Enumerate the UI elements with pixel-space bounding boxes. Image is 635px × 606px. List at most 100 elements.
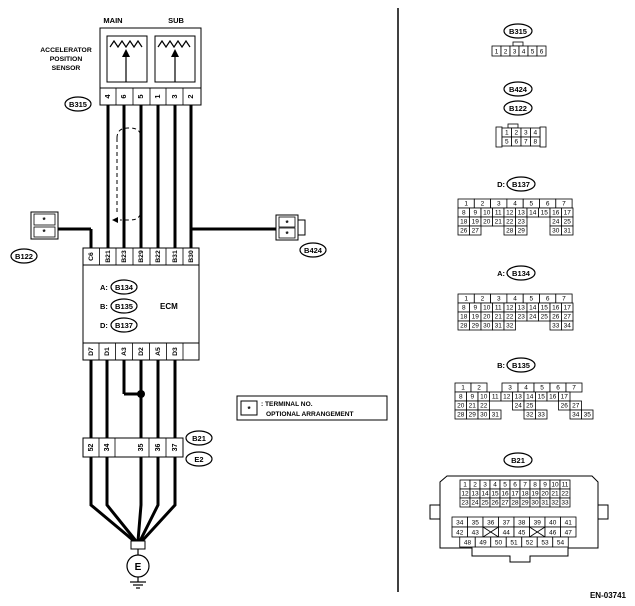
terminal-number: 17 bbox=[564, 305, 572, 312]
terminal-number: 8 bbox=[533, 482, 537, 489]
connector-id-oval bbox=[506, 357, 536, 373]
terminal-number: 6 bbox=[546, 296, 550, 303]
sensor-pin: 5 bbox=[136, 94, 145, 98]
lower-pin: 52 bbox=[88, 444, 95, 452]
terminal-number: 6 bbox=[513, 482, 517, 489]
terminal-number: 40 bbox=[549, 520, 557, 527]
terminal-number: 9 bbox=[473, 210, 477, 217]
connector-id: B137 bbox=[512, 180, 530, 189]
terminal-number: 30 bbox=[480, 412, 488, 419]
terminal-number: 28 bbox=[506, 228, 514, 235]
sensor-pin: 4 bbox=[103, 94, 112, 99]
terminal-number: 34 bbox=[564, 323, 572, 330]
sensor-harness bbox=[106, 105, 193, 248]
terminal-number: 14 bbox=[529, 305, 537, 312]
terminal-number: 2 bbox=[514, 130, 518, 137]
terminal-number: 3 bbox=[497, 201, 501, 208]
terminal-number: 31 bbox=[495, 323, 503, 330]
terminal-number: 3 bbox=[508, 385, 512, 392]
terminal-number: 29 bbox=[469, 412, 477, 419]
terminal-number: 26 bbox=[491, 500, 499, 507]
ecm-bottom-pin: A3 bbox=[121, 347, 128, 356]
terminal-number: 23 bbox=[518, 314, 526, 321]
connector-id-oval bbox=[506, 176, 536, 192]
terminal-number: 18 bbox=[460, 219, 468, 226]
terminal-number: 27 bbox=[472, 228, 480, 235]
main-pot bbox=[106, 35, 148, 83]
terminal-number: 30 bbox=[483, 323, 491, 330]
terminal-number: 26 bbox=[460, 228, 468, 235]
terminal-number: 22 bbox=[506, 314, 514, 321]
terminal-number: 21 bbox=[551, 491, 559, 498]
terminal-number: 27 bbox=[501, 500, 509, 507]
terminal-number: 21 bbox=[469, 403, 477, 410]
terminal-number: 5 bbox=[531, 49, 535, 56]
terminal-number: 20 bbox=[541, 491, 549, 498]
terminal-number: 2 bbox=[477, 385, 481, 392]
ecm-bottom-pin: D2 bbox=[138, 347, 145, 356]
terminal-number: 5 bbox=[505, 139, 509, 146]
sub-label: SUB bbox=[168, 16, 184, 25]
terminal-number: 20 bbox=[483, 314, 491, 321]
connector-id: B122 bbox=[509, 104, 527, 113]
terminal-number: 5 bbox=[503, 482, 507, 489]
b21-e2-connector bbox=[82, 437, 184, 458]
ecm-prefix-d: D: bbox=[100, 321, 108, 330]
terminal-number: 4 bbox=[513, 201, 517, 208]
ecm-top-pin: B21 bbox=[105, 250, 112, 263]
terminal-number: 9 bbox=[470, 394, 474, 401]
terminal-number: 14 bbox=[529, 210, 537, 217]
terminal-number: 32 bbox=[526, 412, 534, 419]
terminal-number: 35 bbox=[472, 520, 480, 527]
ecm-top-pin: B23 bbox=[121, 250, 128, 263]
ecm-top-pin: B30 bbox=[188, 250, 195, 263]
terminal-number: 31 bbox=[492, 412, 500, 419]
ecm-top-pin: B31 bbox=[172, 250, 179, 263]
ecm-top-pin: B29 bbox=[138, 250, 145, 263]
terminal-number: 8 bbox=[533, 139, 537, 146]
terminal-number: 10 bbox=[480, 394, 488, 401]
terminal-number: 28 bbox=[457, 412, 465, 419]
splice-point bbox=[137, 390, 145, 398]
terminal-number: 52 bbox=[526, 540, 534, 547]
connector-id-oval bbox=[503, 100, 533, 116]
ecm-box bbox=[82, 264, 200, 344]
ecm-bottom-pin: D3 bbox=[172, 347, 179, 356]
b424-label: B424 bbox=[304, 246, 323, 255]
connector-id-oval bbox=[506, 265, 536, 281]
terminal-number: 25 bbox=[481, 500, 489, 507]
connector-prefix: B: bbox=[497, 361, 505, 370]
connector-id-oval bbox=[503, 23, 533, 39]
terminal-number: 27 bbox=[572, 403, 580, 410]
sensor-pin: 3 bbox=[170, 94, 179, 98]
terminal-number: 5 bbox=[540, 385, 544, 392]
terminal-number: 17 bbox=[561, 394, 569, 401]
terminal-number: 10 bbox=[551, 482, 559, 489]
terminal-number: 8 bbox=[462, 305, 466, 312]
sensor-pin: 1 bbox=[153, 94, 162, 98]
sensor-pin: 6 bbox=[119, 94, 128, 98]
ecm-conn-b: B135 bbox=[115, 302, 133, 311]
connector-id: B135 bbox=[512, 361, 530, 370]
terminal-number: 15 bbox=[541, 210, 549, 217]
terminal-number: 16 bbox=[549, 394, 557, 401]
b122-oval bbox=[10, 248, 38, 264]
terminal-number: 8 bbox=[462, 210, 466, 217]
terminal-number: 33 bbox=[538, 412, 546, 419]
terminal-number: 1 bbox=[505, 130, 509, 137]
terminal-number: 48 bbox=[464, 540, 472, 547]
terminal-number: 33 bbox=[552, 323, 560, 330]
terminal-number: 26 bbox=[561, 403, 569, 410]
sensor-box bbox=[99, 27, 202, 89]
connector-id: B315 bbox=[509, 27, 527, 36]
terminal-number: 1 bbox=[464, 296, 468, 303]
terminal-number: 16 bbox=[501, 491, 509, 498]
terminal-number: 8 bbox=[459, 394, 463, 401]
terminal-number: 22 bbox=[561, 491, 569, 498]
b137-oval bbox=[110, 317, 138, 333]
terminal-number: 4 bbox=[493, 482, 497, 489]
terminal-number: 32 bbox=[506, 323, 514, 330]
terminal-number: 3 bbox=[513, 49, 517, 56]
b122-connector bbox=[30, 211, 59, 240]
terminal-number: 5 bbox=[530, 296, 534, 303]
